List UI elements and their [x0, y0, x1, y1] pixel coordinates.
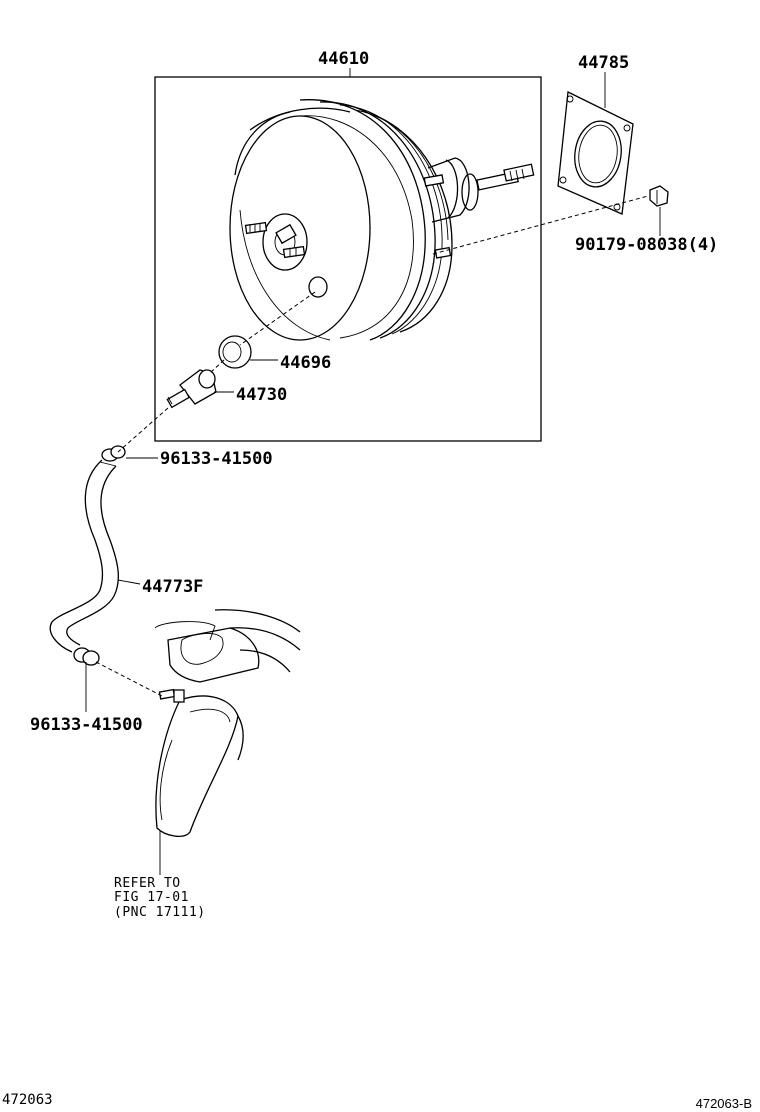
label-booster: 44610 — [318, 49, 369, 69]
label-check-valve: 44730 — [236, 385, 287, 405]
nut-drawing — [649, 185, 669, 207]
label-nut: 90179-08038(4) — [575, 235, 718, 255]
footer-code-left: 472063 — [2, 1092, 53, 1108]
label-grommet: 44696 — [280, 353, 331, 373]
clip-lower-drawing — [73, 647, 100, 666]
gasket-drawing — [557, 91, 634, 215]
clip-upper-drawing — [101, 445, 126, 462]
brake-booster-drawing — [229, 99, 535, 341]
check-valve-drawing — [166, 369, 217, 409]
reference-line-2: FIG 17-01 — [114, 890, 189, 905]
grommet-drawing — [218, 335, 252, 369]
label-gasket: 44785 — [578, 53, 629, 73]
front-studs — [244, 221, 306, 259]
reference-line-1: REFER TO — [114, 876, 181, 891]
label-clip-upper: 96133-41500 — [160, 449, 273, 469]
reference-line-3: (PNC 17111) — [114, 905, 206, 920]
rear-pushrod — [423, 157, 535, 259]
hose-drawing — [49, 459, 120, 653]
label-clip-lower: 96133-41500 — [30, 715, 143, 735]
label-hose: 44773F — [142, 577, 203, 597]
footer-code-right: 472063-B — [696, 1096, 752, 1111]
intake-manifold-drawing — [154, 609, 301, 838]
assembly-frame — [154, 76, 542, 442]
